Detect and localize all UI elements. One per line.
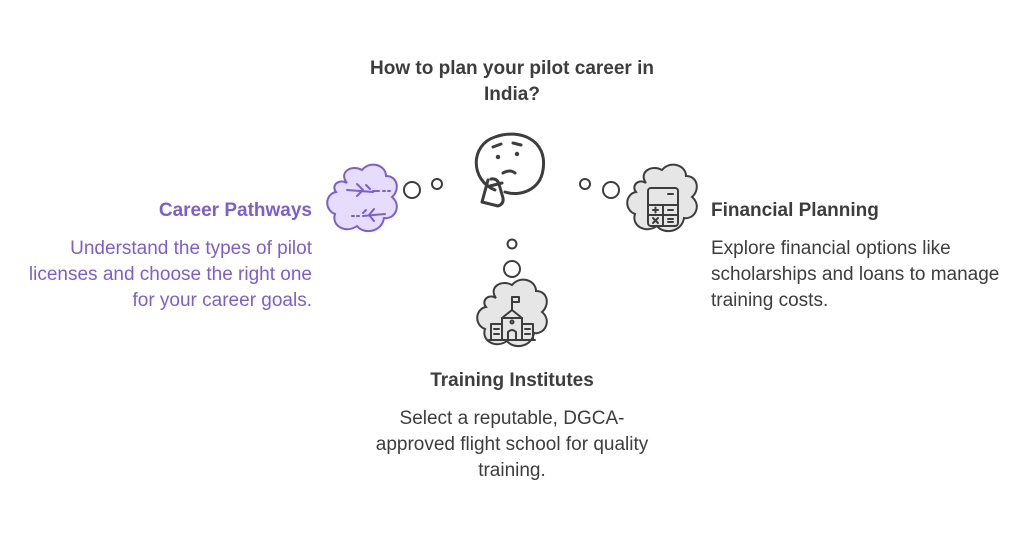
thought-dots-right — [579, 178, 620, 199]
financial-planning-heading: Financial Planning — [711, 200, 879, 221]
career-pathways-description: Understand the types of pilot licenses a… — [28, 238, 312, 311]
training-institutes-heading: Training Institutes — [430, 370, 594, 391]
finance-cloud — [626, 163, 698, 233]
career-pathways-heading: Career Pathways — [158, 200, 312, 221]
school-building-icon — [488, 296, 536, 341]
training-institutes-description: Select a reputable, DGCA-approved flight… — [375, 408, 649, 481]
airplanes-icon — [346, 183, 391, 222]
career-cloud — [326, 163, 398, 233]
thought-dots-bottom — [503, 238, 521, 278]
thought-dots-left — [403, 178, 443, 199]
training-cloud — [476, 278, 548, 348]
financial-planning-description: Explore financial options like scholarsh… — [711, 238, 1000, 311]
thinking-face-icon — [474, 132, 546, 208]
calculator-icon — [647, 187, 679, 227]
diagram-title: How to plan your pilot career in India? — [370, 58, 654, 105]
